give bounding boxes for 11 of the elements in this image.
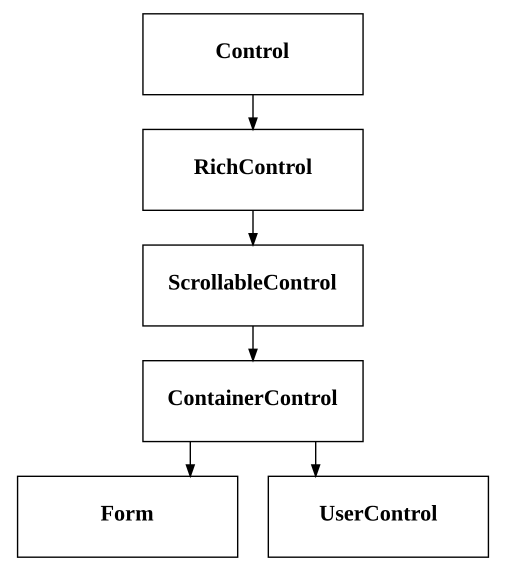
- arrow: [248, 326, 258, 363]
- arrow: [248, 210, 258, 247]
- arrow: [184, 442, 195, 478]
- node-box: ScrollableControl: [142, 244, 364, 327]
- node-box: ContainerControl: [142, 360, 364, 442]
- node-box: UserControl: [267, 476, 489, 558]
- node-box: Control: [142, 13, 364, 96]
- node-box: Form: [16, 476, 238, 558]
- node-box: RichControl: [142, 128, 364, 211]
- arrow: [248, 94, 258, 132]
- arrow: [310, 442, 320, 478]
